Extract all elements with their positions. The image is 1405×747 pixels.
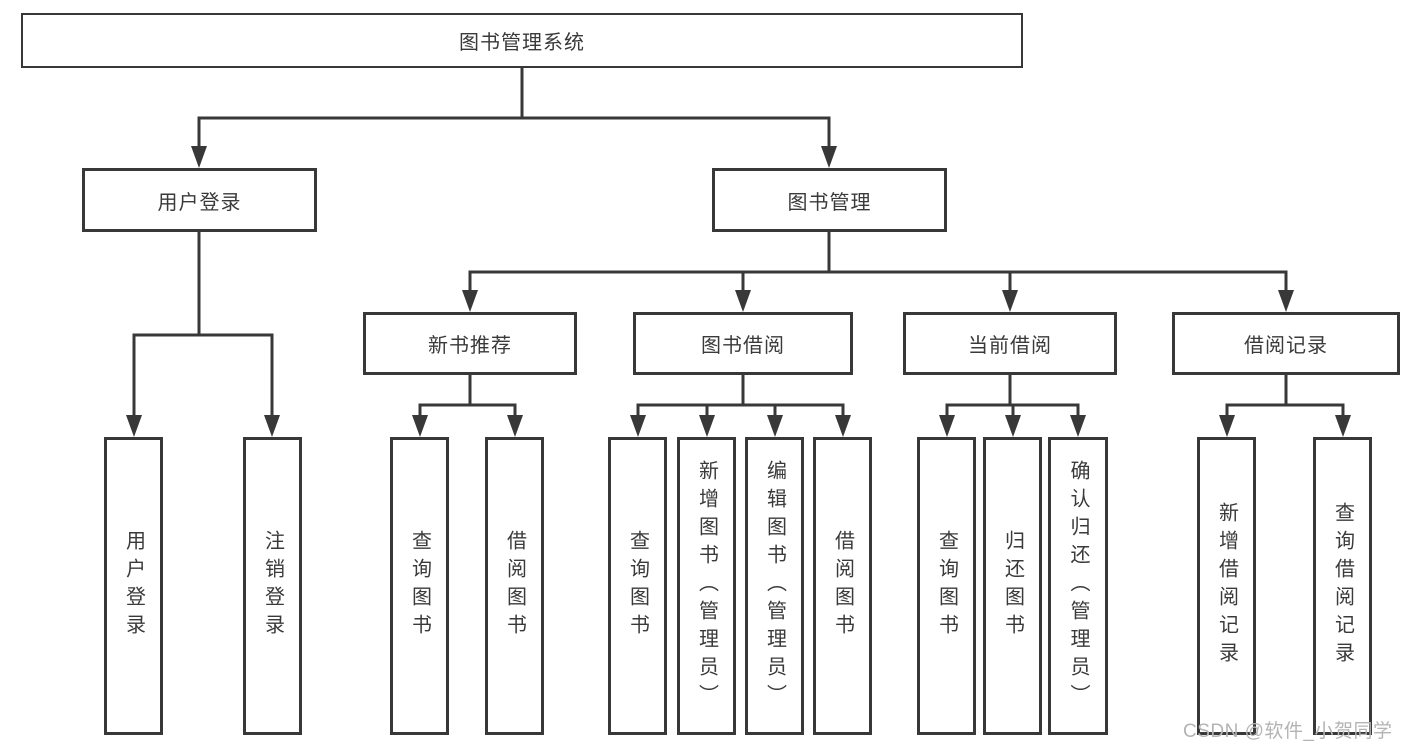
node-label: 注销登录 bbox=[261, 530, 284, 642]
node-bb-add-books-admin: 新增图书（管理员） bbox=[677, 437, 736, 735]
node-nbr-query-books: 查询图书 bbox=[390, 437, 449, 735]
node-root-system: 图书管理系统 bbox=[21, 13, 1023, 68]
node-label: 当前借阅 bbox=[968, 335, 1052, 357]
node-label: 图书管理 bbox=[787, 191, 872, 214]
node-label: 新增图书（管理员） bbox=[695, 460, 718, 712]
node-label: 新增借阅记录 bbox=[1215, 502, 1238, 670]
node-label: 归还图书 bbox=[1001, 530, 1024, 642]
node-user-login-leaf: 用户登录 bbox=[104, 437, 163, 735]
node-bb-borrow-books: 借阅图书 bbox=[813, 437, 872, 735]
node-book-borrowing: 图书借阅 bbox=[633, 312, 853, 375]
node-book-management: 图书管理 bbox=[712, 168, 947, 232]
node-nbr-borrow-books: 借阅图书 bbox=[485, 437, 544, 735]
csdn-watermark: CSDN @软件_小贺同学 bbox=[1183, 721, 1393, 742]
node-label: 图书借阅 bbox=[701, 335, 785, 357]
node-label: 用户登录 bbox=[157, 191, 242, 214]
node-borrowing-records: 借阅记录 bbox=[1172, 312, 1400, 375]
node-label: 图书管理系统 bbox=[459, 32, 585, 54]
node-logout: 注销登录 bbox=[243, 437, 302, 735]
node-label: 借阅图书 bbox=[831, 530, 854, 642]
node-label: 编辑图书（管理员） bbox=[763, 460, 786, 712]
node-label: 确认归还（管理员） bbox=[1067, 460, 1089, 712]
node-new-book-recommendation: 新书推荐 bbox=[363, 312, 577, 375]
node-br-add-record: 新增借阅记录 bbox=[1197, 437, 1256, 735]
node-label: 查询图书 bbox=[626, 530, 649, 642]
node-bb-query-books: 查询图书 bbox=[608, 437, 667, 735]
node-cb-return-books: 归还图书 bbox=[983, 437, 1042, 735]
node-user-login: 用户登录 bbox=[82, 168, 317, 232]
arrowheads bbox=[126, 146, 1351, 437]
node-label: 查询图书 bbox=[408, 530, 431, 642]
node-current-borrowing: 当前借阅 bbox=[903, 312, 1117, 375]
node-bb-edit-books-admin: 编辑图书（管理员） bbox=[745, 437, 804, 735]
tree-edges bbox=[132, 66, 1345, 419]
node-label: 借阅记录 bbox=[1244, 335, 1328, 357]
node-cb-confirm-return-admin: 确认归还（管理员） bbox=[1048, 437, 1108, 735]
node-label: 用户登录 bbox=[122, 530, 145, 642]
node-cb-query-books: 查询图书 bbox=[917, 437, 976, 735]
node-br-query-record: 查询借阅记录 bbox=[1313, 437, 1372, 735]
node-label: 借阅图书 bbox=[503, 530, 526, 642]
node-label: 查询图书 bbox=[935, 530, 958, 642]
node-label: 查询借阅记录 bbox=[1331, 502, 1354, 670]
node-label: 新书推荐 bbox=[428, 335, 512, 357]
